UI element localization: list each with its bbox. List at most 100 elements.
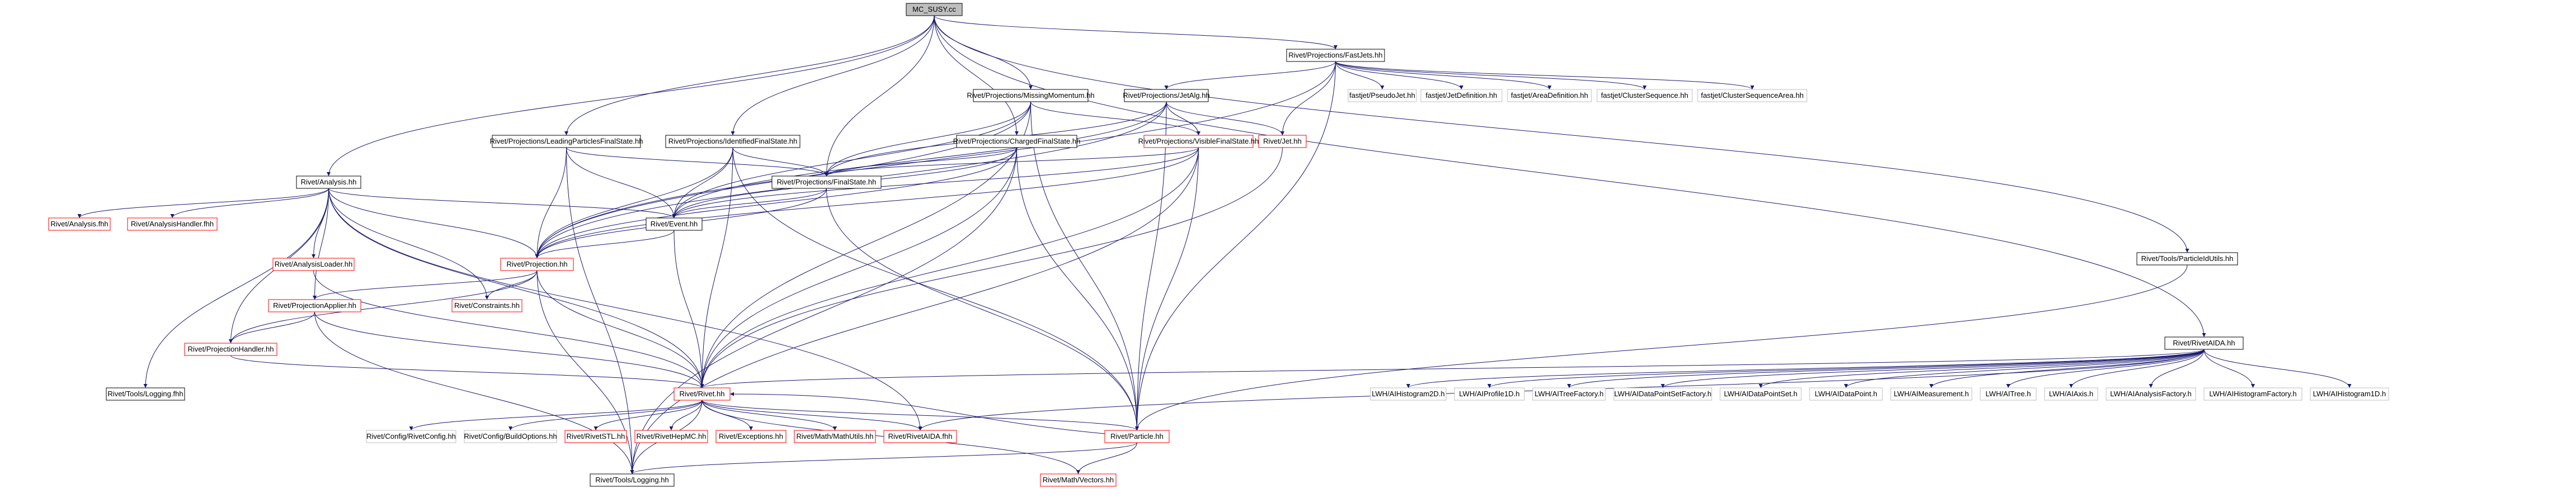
node-dpsfactory[interactable]: LWH/AIDataPointSetFactory.h [1613, 387, 1712, 401]
edge-fastjets-to-particle [1135, 61, 1336, 431]
node-areadef[interactable]: fastjet/AreaDefinition.hh [1507, 89, 1592, 102]
edge-visiblefs-to-projection [535, 147, 1199, 259]
node-box [296, 176, 361, 189]
edge-chargedfs-to-rivethh [700, 147, 1017, 388]
node-loggingfhh[interactable]: Rivet/Tools/Logging.fhh [106, 387, 185, 401]
node-rivethh[interactable]: Rivet/Rivet.hh [674, 387, 731, 401]
node-label: Rivet/Config/RivetConfig.hh [366, 432, 456, 440]
node-pseudojet[interactable]: fastjet/PseudoJet.hh [1348, 89, 1417, 102]
node-jethh[interactable]: Rivet/Jet.hh [1258, 135, 1307, 148]
node-rivethepmc[interactable]: Rivet/RivetHepMC.hh [634, 430, 708, 443]
node-projection[interactable]: Rivet/Projection.hh [500, 258, 574, 271]
node-label: Rivet/Projections/FinalState.hh [777, 178, 877, 186]
node-analysishandler[interactable]: Rivet/AnalysisHandler.fhh [127, 217, 218, 231]
node-exceptions[interactable]: Rivet/Exceptions.hh [715, 430, 787, 443]
node-rivetaida[interactable]: Rivet/RivetAIDA.hh [2164, 336, 2244, 350]
node-anafactory[interactable]: LWH/AIAnalysisFactory.h [2106, 387, 2196, 401]
node-treefactory[interactable]: LWH/AITreeFactory.h [1532, 387, 1606, 401]
node-identifiedfs[interactable]: Rivet/Projections/IdentifiedFinalState.h… [665, 135, 800, 148]
node-box [1890, 387, 1972, 401]
node-hist1d[interactable]: LWH/AIHistogram1D.h [2310, 387, 2389, 401]
node-box [906, 3, 963, 16]
edge-fastjets-to-jetdef [1335, 61, 1463, 90]
edge-particle-to-logginghh [630, 442, 1137, 475]
edge-missingmom-to-particle [1030, 101, 1139, 431]
edge-analysis-to-analysisfhh [77, 188, 329, 219]
edge-analysis-to-constraints [328, 188, 489, 300]
node-box [48, 217, 111, 231]
node-logginghh[interactable]: Rivet/Tools/Logging.hh [590, 473, 675, 487]
node-profile1d[interactable]: LWH/AIProfile1D.h [1454, 387, 1525, 401]
edge-rivetaida-to-hist2d [1406, 349, 2205, 388]
edge-jetalg-to-visiblefs [1166, 101, 1200, 136]
edge-identifiedfs-to-particle [732, 147, 1139, 431]
node-particleutils[interactable]: Rivet/Tools/ParticleIdUtils.hh [2136, 252, 2238, 265]
node-label: Rivet/Particle.hh [1110, 432, 1164, 440]
node-mathutils[interactable]: Rivet/Math/MathUtils.hh [794, 430, 876, 443]
edge-missingmom-to-visiblefs [1030, 101, 1200, 136]
node-jetdef[interactable]: fastjet/JetDefinition.hh [1420, 89, 1503, 102]
node-fastjets[interactable]: Rivet/Projections/FastJets.hh [1286, 49, 1385, 62]
node-label: Rivet/Jet.hh [1263, 137, 1302, 145]
node-box [1507, 89, 1592, 102]
node-rivetaida2[interactable]: Rivet/RivetAIDA.fhh [883, 430, 957, 443]
node-box [634, 430, 708, 443]
node-event[interactable]: Rivet/Event.hh [646, 217, 703, 231]
node-projapplier[interactable]: Rivet/ProjectionApplier.hh [268, 299, 361, 312]
node-box [1980, 387, 2037, 401]
node-box [500, 258, 574, 271]
node-label: Rivet/Tools/Logging.fhh [107, 390, 183, 398]
node-visiblefs[interactable]: Rivet/Projections/VisibleFinalState.hh [1138, 135, 1259, 148]
edge-rivetaida-to-dps [1759, 349, 2205, 388]
node-clusterseqarea[interactable]: fastjet/ClusterSequenceArea.hh [1697, 89, 1807, 102]
node-clusterseq[interactable]: fastjet/ClusterSequence.hh [1597, 89, 1693, 102]
node-box [1613, 387, 1712, 401]
node-chargedfs[interactable]: Rivet/Projections/ChargedFinalState.hh [953, 135, 1081, 148]
edge-visiblefs-to-finalstate [825, 147, 1199, 177]
node-box [1143, 135, 1254, 148]
edge-fastjets-to-jetalg [1164, 61, 1336, 90]
node-aiaxis[interactable]: LWH/AIAxis.h [2044, 387, 2098, 401]
edge-root-to-finalstate [825, 15, 935, 177]
node-jetalg[interactable]: Rivet/Projections/JetAlg.hh [1123, 89, 1210, 102]
node-label: Rivet/RivetHepMC.hh [637, 432, 707, 440]
node-dps[interactable]: LWH/AIDataPointSet.h [1720, 387, 1802, 401]
node-box [268, 299, 361, 312]
node-label: Rivet/RivetAIDA.hh [2173, 339, 2235, 347]
node-analysisloader[interactable]: Rivet/AnalysisLoader.hh [272, 258, 355, 271]
edge-fastjets-to-jethh [1280, 61, 1336, 136]
node-histfactory[interactable]: LWH/AIHistogramFactory.h [2203, 387, 2302, 401]
edge-root-to-missingmom [934, 15, 1033, 90]
edge-rivetaida-to-dpsfactory [1661, 349, 2205, 388]
node-box [2164, 336, 2244, 350]
node-datapoint[interactable]: LWH/AIDataPoint.h [1809, 387, 1883, 401]
edge-missingmom-to-event [672, 101, 1031, 219]
node-box [973, 89, 1089, 102]
node-label: Rivet/Projections/JetAlg.hh [1123, 91, 1209, 99]
node-analysis[interactable]: Rivet/Analysis.hh [296, 176, 361, 189]
edge-rivetaida-to-measurement [1929, 349, 2205, 388]
node-root[interactable]: MC_SUSY.cc [906, 3, 963, 16]
edge-leadingpart-to-event [566, 147, 676, 219]
node-constraints[interactable]: Rivet/Constraints.hh [451, 299, 522, 312]
node-label: LWH/AIDataPointSetFactory.h [1614, 390, 1712, 398]
node-analysisfhh[interactable]: Rivet/Analysis.fhh [48, 217, 111, 231]
node-vectors[interactable]: Rivet/Math/Vectors.hh [1040, 473, 1117, 487]
node-finalstate[interactable]: Rivet/Projections/FinalState.hh [771, 176, 882, 189]
node-leadingpart[interactable]: Rivet/Projections/LeadingParticlesFinalS… [490, 135, 643, 148]
node-projhandler[interactable]: Rivet/ProjectionHandler.hh [184, 343, 277, 356]
node-rivetstl[interactable]: Rivet/RivetSTL.hh [564, 430, 627, 443]
node-missingmom[interactable]: Rivet/Projections/MissingMomentum.hh [967, 89, 1095, 102]
edge-analysis-to-rivethh [328, 188, 704, 388]
node-buildopts[interactable]: Rivet/Config/BuildOptions.hh [464, 430, 557, 443]
node-hist2d[interactable]: LWH/AIHistogram2D.h [1370, 387, 1447, 401]
node-measurement[interactable]: LWH/AIMeasurement.h [1890, 387, 1972, 401]
node-box [715, 430, 787, 443]
node-label: Rivet/Projection.hh [506, 260, 567, 268]
node-aitree[interactable]: LWH/AITree.h [1980, 387, 2037, 401]
node-label: LWH/AIMeasurement.h [1894, 390, 1969, 398]
node-rivetconfig[interactable]: Rivet/Config/RivetConfig.hh [366, 430, 456, 443]
edge-root-to-fastjets [934, 15, 1338, 50]
node-particle[interactable]: Rivet/Particle.hh [1104, 430, 1170, 443]
